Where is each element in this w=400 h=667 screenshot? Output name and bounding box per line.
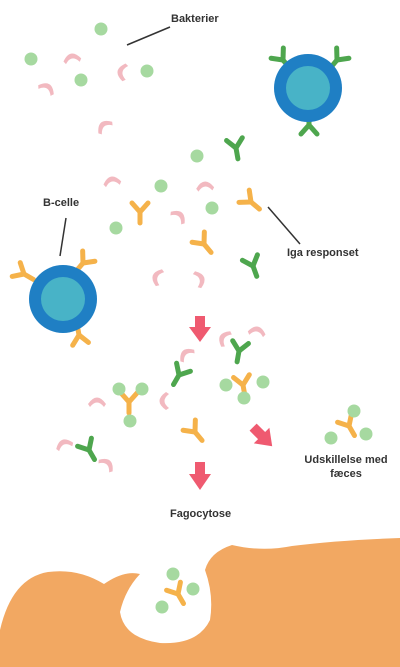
bacterium-coccus-icon [190, 149, 204, 163]
antibody-icon [183, 420, 208, 446]
arrow-icon [249, 423, 273, 447]
bacterium-rod-icon [54, 436, 75, 452]
bacterium-rod-icon [195, 180, 215, 192]
antibody-icon [132, 203, 148, 223]
antibody-complex [155, 567, 200, 614]
bacterium-rod-icon [192, 269, 208, 290]
antibody-icon [242, 255, 264, 279]
antibody-icon [78, 438, 102, 463]
arrow-icon [189, 462, 211, 490]
bacterium-coccus-icon [205, 201, 219, 215]
antibody-icon [229, 341, 248, 363]
label-fagocytose: Fagocytose [170, 508, 232, 520]
bacterium-rod-icon [36, 79, 58, 97]
pointer-line [126, 26, 171, 46]
antibody-icon [192, 232, 217, 258]
bacterium-rod-icon [88, 397, 106, 407]
bacterium-rod-icon [149, 267, 165, 288]
bacterium-coccus-icon [140, 64, 154, 78]
pointer-line [267, 206, 301, 245]
bacterium-coccus-icon [74, 73, 88, 87]
antibody-icon [239, 190, 265, 215]
bacterium-coccus-icon [154, 179, 168, 193]
antibody-complex [219, 375, 270, 405]
bacterium-coccus-icon [94, 22, 108, 36]
bacterium-rod-icon [102, 175, 122, 188]
b-cell-icon [12, 251, 97, 345]
label-udskillelse: Udskillelse med fæces [304, 454, 388, 480]
pointer-line [59, 217, 67, 257]
label-b-celle: B-celle [43, 197, 80, 209]
bacterium-rod-icon [168, 206, 189, 226]
bacterium-rod-icon [159, 392, 169, 410]
b-cell-icon [271, 48, 349, 134]
antibody-icon [227, 138, 246, 160]
bacterium-rod-icon [215, 327, 233, 349]
antibody-complex [112, 382, 149, 428]
bacterium-rod-icon [176, 344, 197, 364]
macrophage-icon [0, 538, 400, 667]
bacterium-rod-icon [94, 116, 115, 136]
bacterium-rod-icon [247, 325, 267, 338]
antibody-icon [167, 363, 191, 388]
bacterium-rod-icon [116, 62, 129, 82]
label-iga-responset: Iga responset [287, 247, 359, 259]
antibody-complex [324, 404, 373, 445]
bacterium-coccus-icon [109, 221, 123, 235]
arrow-icon [189, 316, 211, 342]
label-bakterier: Bakterier [171, 13, 219, 25]
bacterium-rod-icon [96, 454, 117, 474]
bacterium-rod-icon [62, 52, 82, 65]
bacterium-coccus-icon [24, 52, 38, 66]
